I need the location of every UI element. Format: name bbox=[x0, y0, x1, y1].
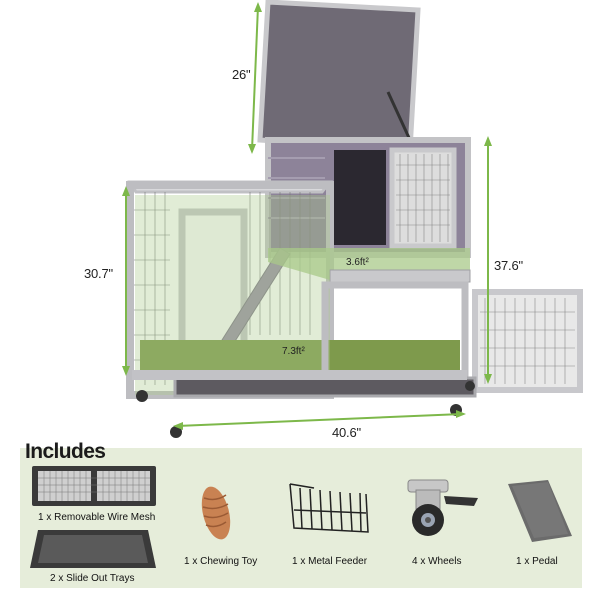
pedal-icon bbox=[508, 480, 572, 542]
tray-icon bbox=[30, 530, 156, 568]
wheel bbox=[465, 381, 475, 391]
wheel bbox=[170, 426, 182, 438]
lid-height-label: 26" bbox=[232, 67, 251, 82]
rabbit-hutch-illustration bbox=[122, 0, 583, 438]
wheel bbox=[136, 390, 148, 402]
chewing-toy-icon bbox=[201, 486, 231, 540]
roof-lid bbox=[257, 0, 421, 153]
wheel-label: 4 x Wheels bbox=[412, 556, 462, 567]
upper-tray bbox=[329, 269, 471, 283]
includes-title: Includes bbox=[25, 440, 106, 463]
upper-deck-area-label: 3.6ft² bbox=[346, 257, 369, 268]
base-tray bbox=[173, 376, 477, 398]
tray-label: 2 x Slide Out Trays bbox=[50, 573, 135, 584]
right-height-label: 37.6" bbox=[494, 258, 523, 273]
width-label: 40.6" bbox=[332, 425, 361, 440]
pedal-label: 1 x Pedal bbox=[516, 556, 558, 567]
green-highlight-volume bbox=[135, 195, 330, 395]
base-frame bbox=[132, 370, 467, 380]
metal-feeder-label: 1 x Metal Feeder bbox=[292, 556, 368, 567]
wheel-icon bbox=[407, 479, 478, 536]
upper-mesh-door bbox=[389, 147, 457, 249]
chewing-toy-label: 1 x Chewing Toy bbox=[184, 556, 258, 567]
lower-right-door bbox=[472, 289, 583, 393]
house-doorway bbox=[334, 150, 386, 245]
wire-mesh-icon bbox=[32, 466, 156, 506]
metal-feeder-icon bbox=[289, 483, 369, 533]
width-line bbox=[176, 413, 463, 427]
lid-height-line bbox=[251, 5, 259, 151]
lower-deck-floor bbox=[140, 340, 460, 372]
wire-mesh-label: 1 x Removable Wire Mesh bbox=[38, 512, 156, 523]
lower-deck-area-label: 7.3ft² bbox=[282, 346, 305, 357]
lid-support-arm bbox=[386, 91, 412, 141]
left-height-label: 30.7" bbox=[84, 266, 113, 281]
